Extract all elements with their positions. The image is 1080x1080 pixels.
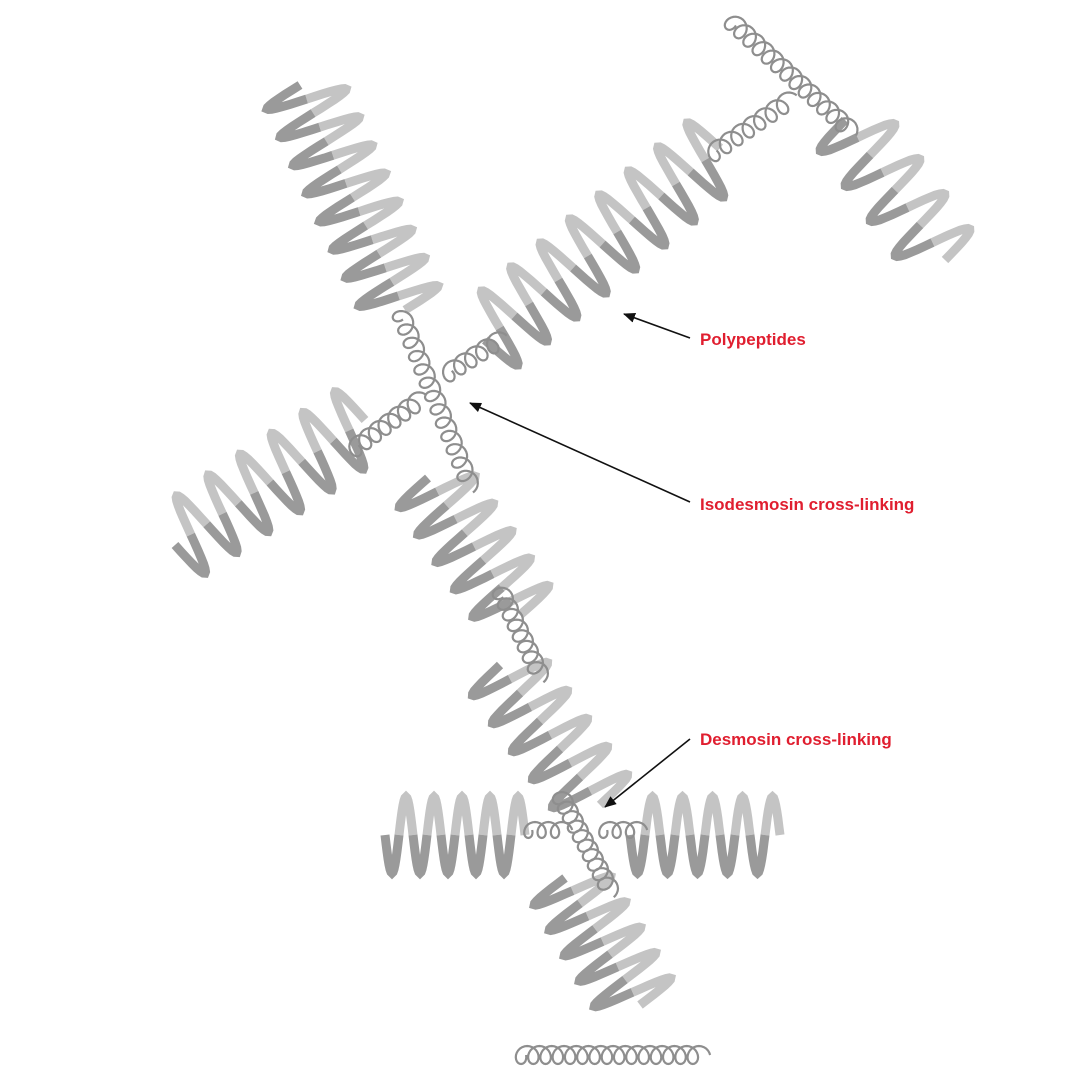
desmosin-coil-vertical: [551, 790, 620, 898]
annotation-arrows: [469, 313, 691, 808]
coil-bottom: [514, 1044, 712, 1066]
helix-left-arm: [171, 387, 369, 578]
helix-main-lower: [467, 657, 633, 813]
helix-main-upper-front-strand: [261, 81, 400, 311]
isodesmosin-coil-left: [348, 391, 428, 458]
helix-main-bottom: [529, 871, 676, 1012]
helix-far-right-front-strand: [815, 116, 935, 262]
polypeptide-helices: [171, 81, 975, 1012]
coil-top-right: [723, 15, 859, 136]
coil-main-link: [491, 586, 550, 684]
cross-link-coils: [348, 15, 859, 1066]
helix-right-arm: [476, 118, 729, 370]
helix-main-lower-back-strand: [507, 657, 633, 809]
helix-main-middle-front-strand: [394, 474, 513, 622]
helix-horizontal-left-front-strand: [380, 834, 516, 880]
helix-left-arm-back-strand: [171, 387, 369, 537]
helix-horizontal-left: [380, 790, 530, 880]
helix-far-right-back-strand: [855, 118, 975, 264]
helix-horizontal-left-back-strand: [394, 790, 530, 836]
helix-right-arm-back-strand: [476, 118, 724, 331]
helix-left-arm-front-strand: [171, 428, 369, 578]
polypeptides-label: Polypeptides: [700, 330, 806, 349]
helix-far-right: [815, 116, 975, 264]
isodesmosin-arrow: [469, 402, 691, 503]
isodesmosin-label: Isodesmosin cross-linking: [700, 495, 914, 514]
helix-horizontal-right-front-strand: [625, 834, 770, 880]
polypeptides-arrow: [623, 313, 691, 339]
desmosin-coil-left: [523, 820, 574, 840]
isodesmosin-coil-right: [442, 331, 508, 383]
desmosin-label: Desmosin cross-linking: [700, 730, 892, 749]
annotation-labels: Polypeptides Isodesmosin cross-linking D…: [700, 330, 914, 749]
desmosin-arrow: [604, 738, 691, 808]
helix-main-bottom-back-strand: [570, 871, 676, 1009]
isodesmosin-coil-vertical: [391, 310, 479, 494]
helix-right-arm-front-strand: [481, 157, 729, 370]
desmosin-coil-right: [598, 820, 649, 840]
helix-horizontal-right: [625, 790, 785, 880]
helix-main-upper-back-strand: [305, 84, 444, 314]
helix-main-bottom-front-strand: [529, 874, 635, 1012]
coil-right-link: [707, 91, 798, 163]
helix-main-lower-front-strand: [467, 661, 593, 813]
helix-main-upper: [261, 81, 444, 314]
helix-main-middle: [394, 471, 554, 622]
helix-horizontal-right-back-strand: [640, 790, 785, 836]
